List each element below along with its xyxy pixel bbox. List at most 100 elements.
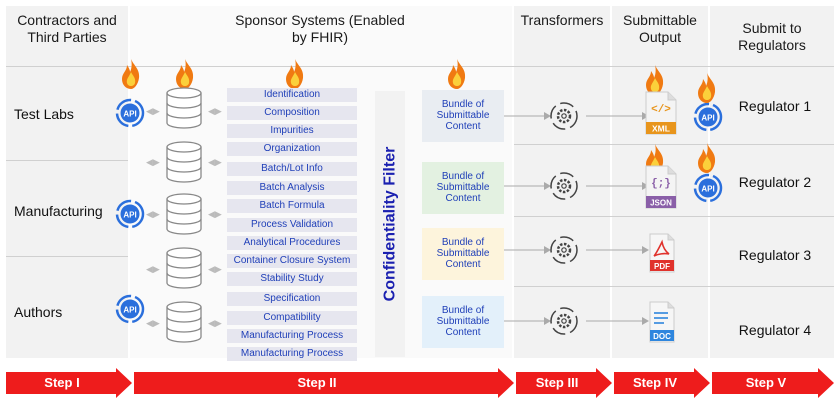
- double-arrow-icon: ◀▶: [146, 106, 160, 116]
- svg-text:JSON: JSON: [650, 199, 672, 208]
- component-box: Batch/Lot Info: [227, 162, 357, 176]
- component-box: Impurities: [227, 124, 357, 138]
- gear-icon: [550, 236, 578, 264]
- component-box: Organization: [227, 142, 357, 156]
- svg-text:{;}: {;}: [651, 178, 671, 190]
- double-arrow-icon: ◀▶: [208, 106, 222, 116]
- fire-icon: [698, 73, 716, 103]
- svg-text:API: API: [123, 306, 136, 315]
- component-box: Batch Formula: [227, 199, 357, 213]
- row-divider-2: [6, 256, 128, 257]
- api-icon: API: [115, 98, 145, 128]
- gear-icon: [550, 172, 578, 200]
- database-icon: [166, 141, 202, 183]
- bundle-box: Bundle of Submittable Content: [422, 162, 504, 214]
- right-divider-1: [514, 144, 834, 145]
- component-box: Manufacturing Process: [227, 347, 357, 361]
- json-file-icon: {;} JSON: [645, 165, 677, 209]
- right-divider-3: [514, 286, 834, 287]
- fire-icon: [122, 59, 140, 89]
- fire-icon: [646, 65, 664, 95]
- component-box: Specification: [227, 292, 357, 306]
- regulator-label: Regulator 3: [738, 247, 812, 263]
- header-divider: [6, 66, 834, 67]
- svg-text:API: API: [123, 110, 136, 119]
- component-box: Container Closure System: [227, 254, 357, 268]
- row-divider-1: [6, 160, 128, 161]
- database-icon: [166, 247, 202, 289]
- header-contractors: Contractors and Third Parties: [17, 12, 117, 45]
- step-label: Step V: [745, 375, 787, 390]
- fire-icon: [448, 59, 466, 89]
- regulator-label: Regulator 1: [738, 98, 812, 114]
- bundle-box: Bundle of Submittable Content: [422, 228, 504, 280]
- step-arrow-3: Step III: [516, 368, 612, 398]
- row-label-authors: Authors: [14, 304, 63, 320]
- row-label-manufacturing: Manufacturing: [14, 203, 103, 219]
- svg-text:</>: </>: [651, 104, 671, 116]
- confidentiality-filter-label-wrap: Confidentiality Filter: [375, 91, 405, 357]
- fire-icon: [698, 143, 716, 173]
- database-icon: [166, 87, 202, 129]
- gear-icon: [550, 102, 578, 130]
- api-icon: API: [115, 199, 145, 229]
- transformers-column-bg: [514, 6, 610, 358]
- xml-file-icon: </> XML: [645, 91, 677, 135]
- regulators-column-bg: [710, 6, 834, 358]
- component-box: Analytical Procedures: [227, 236, 357, 250]
- bundle-box: Bundle of Submittable Content: [422, 296, 504, 348]
- api-icon: API: [693, 102, 723, 132]
- double-arrow-icon: ◀▶: [146, 264, 160, 274]
- bundle-box: Bundle of Submittable Content: [422, 90, 504, 142]
- pdf-file-icon: PDF: [649, 233, 675, 273]
- svg-text:API: API: [701, 185, 714, 194]
- connector-lines: [504, 112, 649, 325]
- double-arrow-icon: ◀▶: [208, 209, 222, 219]
- component-box: Manufacturing Process: [227, 329, 357, 343]
- header-transformers: Transformers: [520, 12, 604, 28]
- regulator-label: Regulator 2: [738, 174, 812, 190]
- component-box: Identification: [227, 88, 357, 102]
- doc-file-icon: DOC: [649, 301, 675, 343]
- component-box: Stability Study: [227, 272, 357, 286]
- gear-icon: [550, 307, 578, 335]
- step-arrow-4: Step IV: [614, 368, 710, 398]
- database-icon: [166, 193, 202, 235]
- double-arrow-icon: ◀▶: [146, 157, 160, 167]
- api-icon: API: [115, 294, 145, 324]
- step-label: Step III: [535, 375, 579, 390]
- row-label-test-labs: Test Labs: [14, 106, 74, 122]
- regulator-label: Regulator 4: [738, 322, 812, 338]
- header-submittable: Submittable Output: [623, 12, 697, 45]
- step-label: Step II: [297, 375, 337, 390]
- svg-text:PDF: PDF: [654, 262, 670, 271]
- component-box: Process Validation: [227, 218, 357, 232]
- svg-text:DOC: DOC: [653, 332, 671, 341]
- double-arrow-icon: ◀▶: [146, 318, 160, 328]
- double-arrow-icon: ◀▶: [208, 264, 222, 274]
- step-arrow-1: Step I: [6, 368, 132, 398]
- header-regulators: Submit to Regulators: [738, 20, 806, 53]
- right-divider-2: [514, 216, 834, 217]
- header-sponsor: Sponsor Systems (Enabled by FHIR): [235, 12, 405, 45]
- confidentiality-filter-bar: [375, 91, 405, 357]
- step-label: Step IV: [632, 375, 678, 390]
- fire-icon: [176, 59, 194, 89]
- step-arrow-5: Step V: [712, 368, 834, 398]
- double-arrow-icon: ◀▶: [146, 209, 160, 219]
- api-icon: API: [693, 173, 723, 203]
- step-arrow-2: Step II: [134, 368, 514, 398]
- component-box: Batch Analysis: [227, 181, 357, 195]
- step-label: Step I: [44, 375, 80, 390]
- component-box: Compatibility: [227, 311, 357, 325]
- svg-text:API: API: [123, 211, 136, 220]
- svg-text:API: API: [701, 114, 714, 123]
- contractors-column-bg: [6, 6, 128, 358]
- svg-text:XML: XML: [652, 124, 670, 134]
- double-arrow-icon: ◀▶: [208, 318, 222, 328]
- database-icon: [166, 301, 202, 343]
- component-box: Composition: [227, 106, 357, 120]
- confidentiality-filter-label: Confidentiality Filter: [381, 146, 399, 302]
- fire-icon: [286, 59, 304, 89]
- double-arrow-icon: ◀▶: [208, 157, 222, 167]
